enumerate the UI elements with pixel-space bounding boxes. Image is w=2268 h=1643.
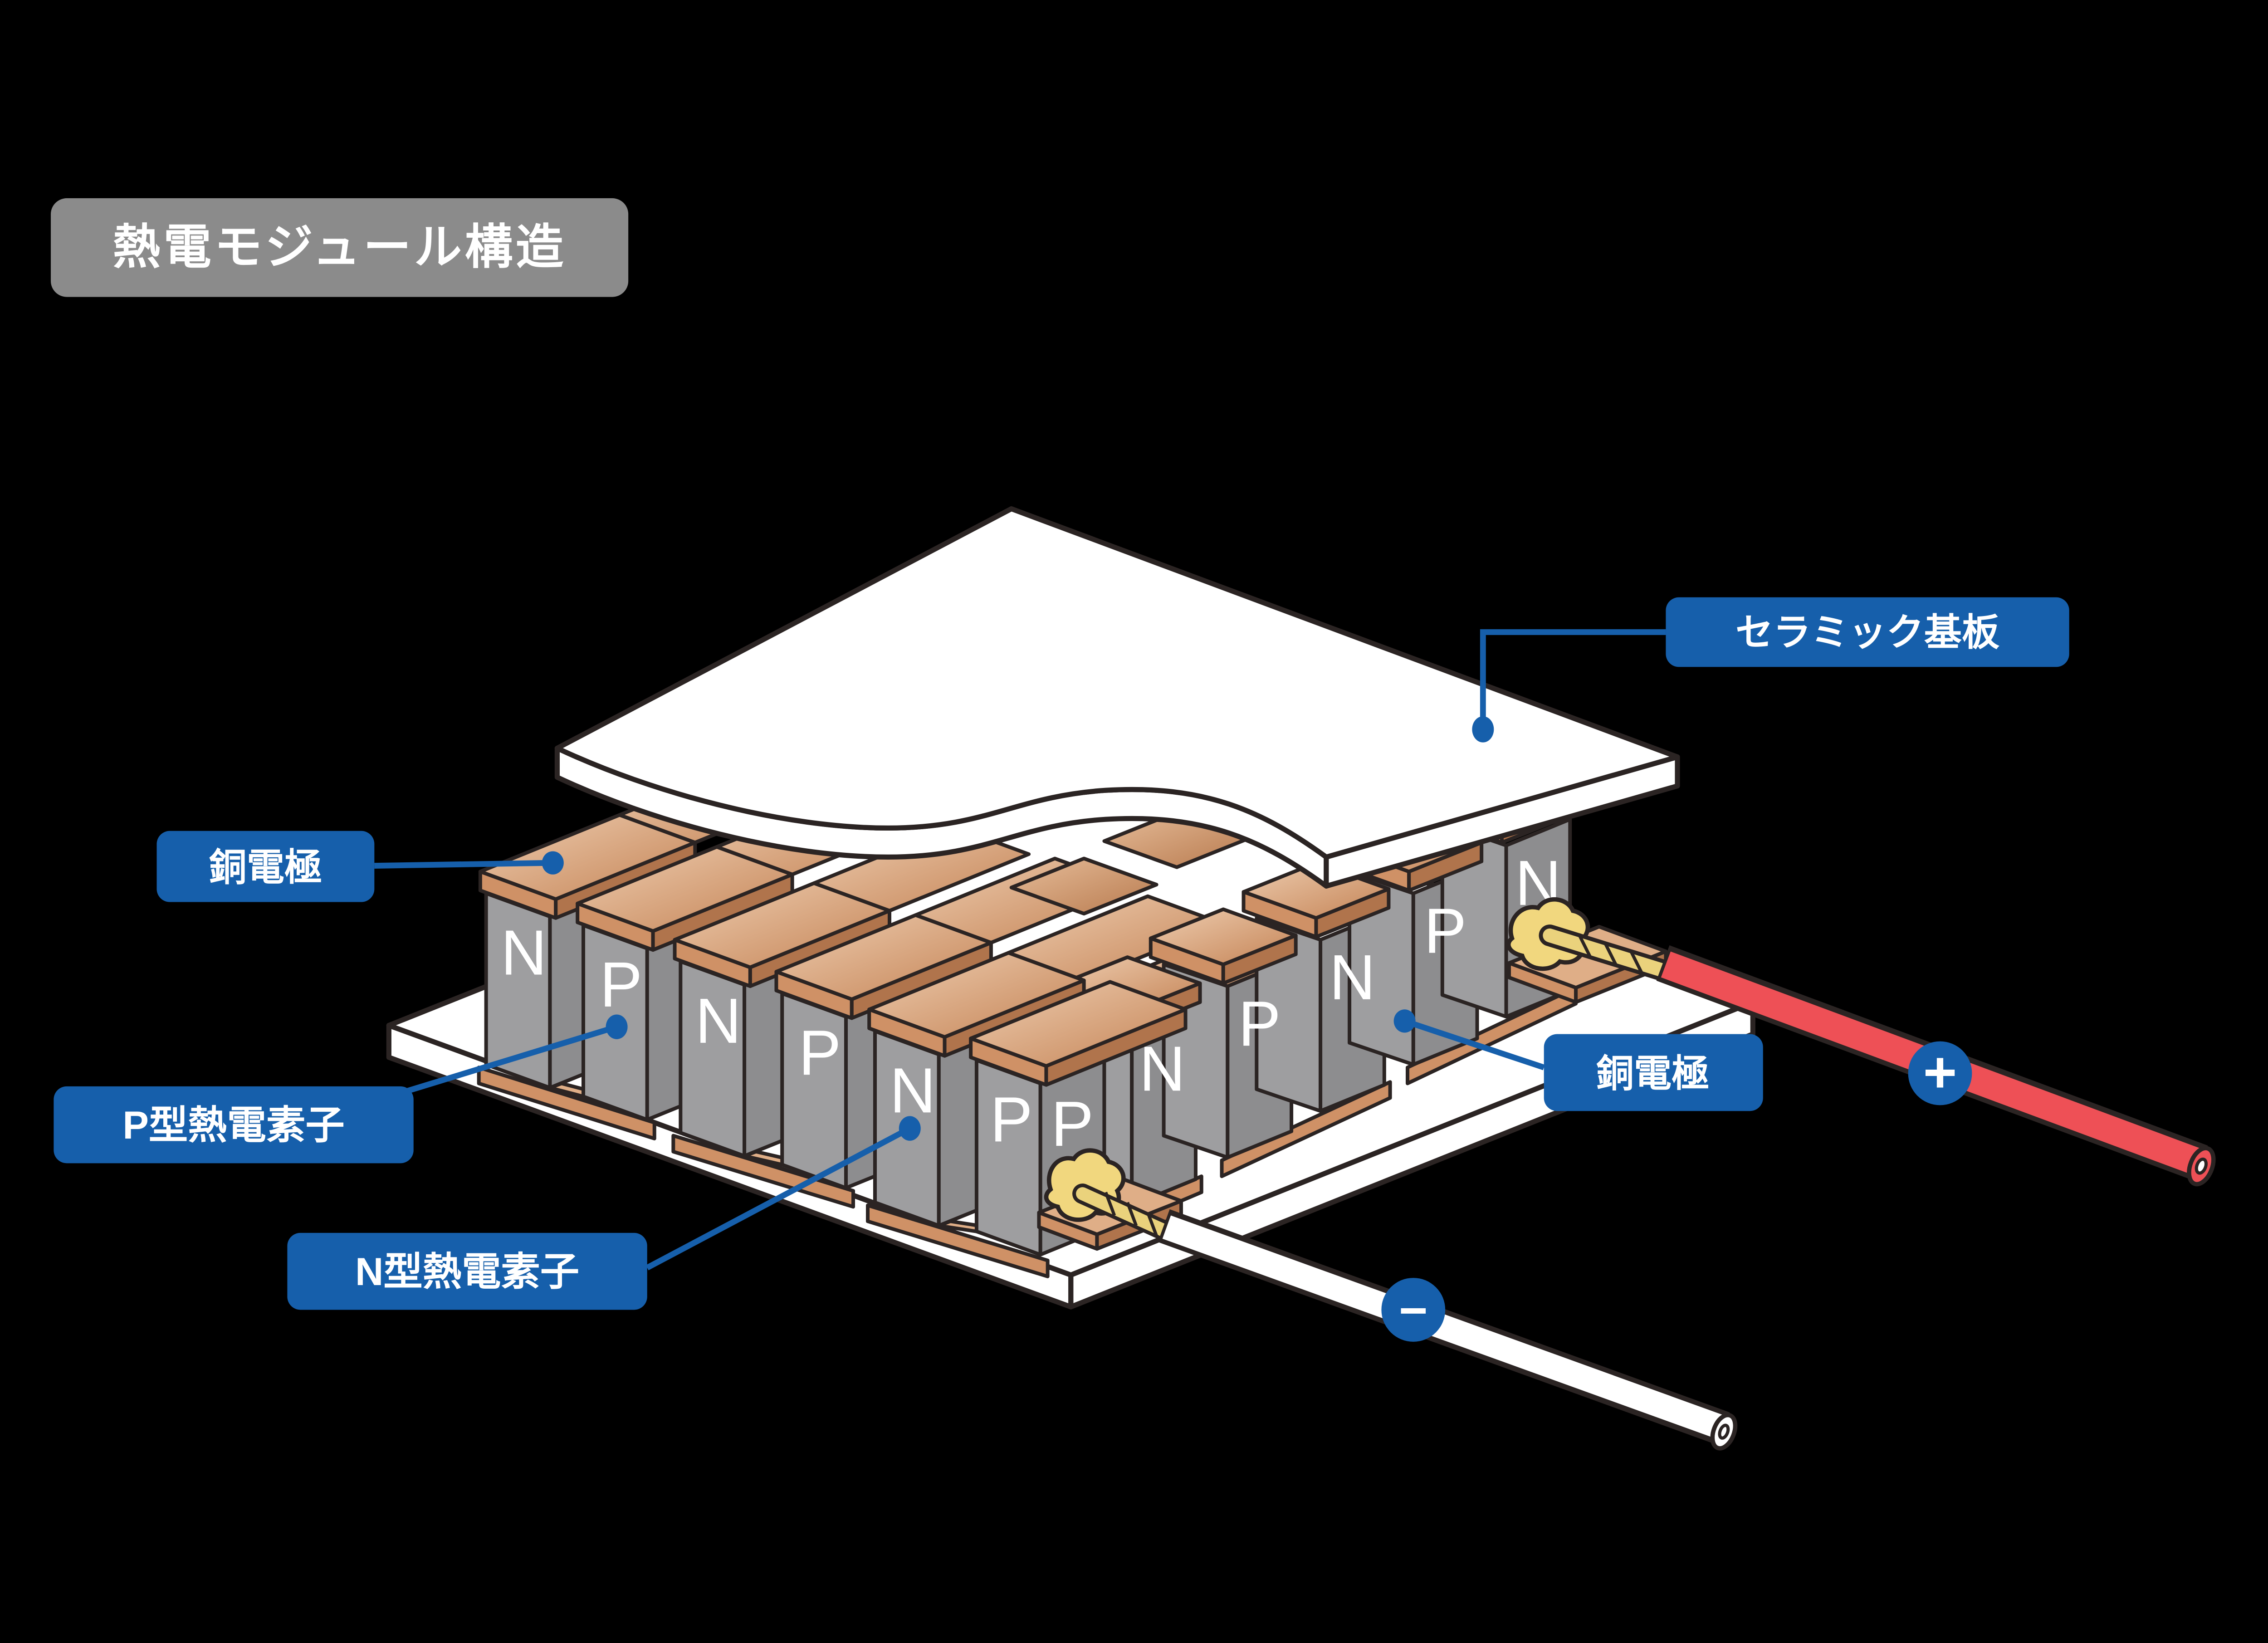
- block-letter: P: [600, 949, 642, 1020]
- label-copper-electrode-bottom: 銅電極: [1544, 1034, 1763, 1111]
- block-letter: P: [1238, 988, 1281, 1059]
- leader-lines: [374, 629, 1666, 1271]
- block-letter: P: [1051, 1088, 1094, 1159]
- block-letter: N: [695, 985, 742, 1056]
- leader-p-type: [402, 1024, 618, 1095]
- block-letter: P: [1424, 895, 1466, 967]
- negative-wire: [1162, 1215, 1725, 1439]
- top-copper-caps: [478, 767, 1576, 1087]
- block-letter: N: [1139, 1033, 1186, 1104]
- plus-badge: [1908, 1041, 1972, 1105]
- plus-symbol: +: [1923, 1040, 1957, 1105]
- label-text: 銅電極: [1596, 1052, 1709, 1095]
- block-letters: N P N P N P P N P N P N: [501, 847, 1561, 1159]
- minus-badge: [1381, 1278, 1446, 1342]
- label-p-type-element: P型熱電素子: [54, 1086, 414, 1164]
- leader-ceramic: [1480, 629, 1666, 724]
- block-letter: N: [501, 917, 547, 988]
- label-text: セラミック基板: [1735, 611, 1999, 653]
- title-badge: 熱電モジュール構造: [50, 198, 629, 297]
- leader-dot: [542, 851, 564, 875]
- leader-dots: [542, 716, 1494, 1141]
- top-ceramic-plate: [554, 506, 1680, 889]
- leader-dot: [899, 1116, 921, 1141]
- polarity-badges: + −: [1381, 1040, 1972, 1342]
- block-letter: P: [990, 1084, 1033, 1155]
- label-ceramic-substrate: セラミック基板: [1666, 597, 2069, 667]
- se-bottom-copper-pads: [1124, 986, 1578, 1226]
- minus-symbol: −: [1399, 1283, 1428, 1338]
- label-copper-electrode-top: 銅電極: [156, 831, 375, 902]
- leader-dot: [1472, 716, 1494, 743]
- twisted-lead: [1076, 1187, 1179, 1241]
- callout-labels: セラミック基板 銅電極 銅電極 P型熱電素子 N型熱電素子: [54, 597, 2069, 1310]
- leader-n-type: [645, 1125, 911, 1271]
- leader-dot: [1393, 1009, 1416, 1033]
- page-title: 熱電モジュール構造: [112, 220, 566, 274]
- leader-copper-top: [374, 860, 553, 869]
- leader-dot: [606, 1014, 628, 1039]
- block-letter: P: [798, 1017, 841, 1088]
- negative-wire-assembly: [1037, 1148, 1738, 1451]
- label-n-type-element: N型熱電素子: [287, 1232, 647, 1310]
- label-text: N型熱電素子: [355, 1250, 579, 1294]
- label-text: 銅電極: [209, 846, 322, 889]
- label-text: P型熱電素子: [122, 1104, 344, 1147]
- leader-copper-bottom: [1403, 1018, 1545, 1071]
- block-letter: N: [1330, 942, 1376, 1013]
- block-letter: N: [890, 1055, 936, 1126]
